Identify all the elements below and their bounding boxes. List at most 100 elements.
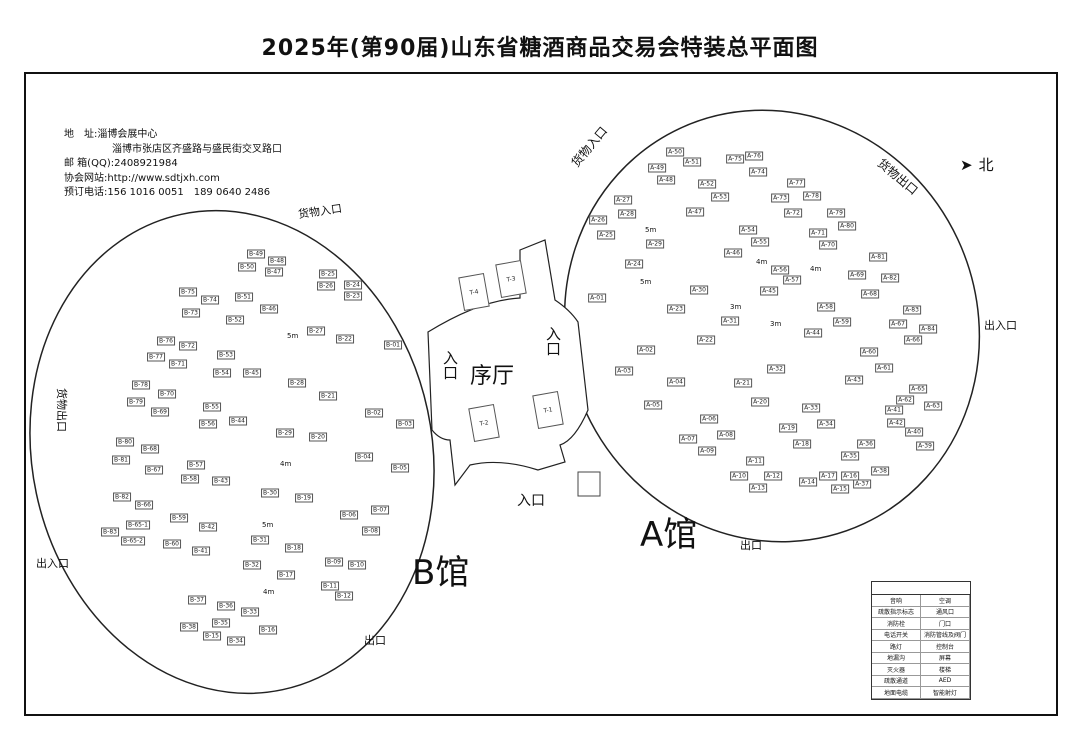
booth-a[interactable]: A-50 xyxy=(666,147,684,157)
booth-a[interactable]: A-36 xyxy=(857,439,875,449)
booth-a[interactable]: A-13 xyxy=(749,483,767,493)
booth-b[interactable]: B-75 xyxy=(179,287,197,297)
booth-a[interactable]: A-82 xyxy=(881,273,899,283)
booth-b[interactable]: B-76 xyxy=(157,336,175,346)
booth-b[interactable]: B-65-1 xyxy=(126,520,150,530)
booth-b[interactable]: B-47 xyxy=(265,267,283,277)
booth-a[interactable]: A-22 xyxy=(697,335,715,345)
booth-a[interactable]: A-33 xyxy=(802,403,820,413)
booth-a[interactable]: A-01 xyxy=(588,293,606,303)
booth-b[interactable]: B-18 xyxy=(285,543,303,553)
booth-a[interactable]: A-17 xyxy=(819,471,837,481)
booth-a[interactable]: A-54 xyxy=(739,225,757,235)
booth-a[interactable]: A-10 xyxy=(730,471,748,481)
booth-a[interactable]: A-26 xyxy=(589,215,607,225)
booth-a[interactable]: A-68 xyxy=(861,289,879,299)
booth-b[interactable]: B-48 xyxy=(268,256,286,266)
booth-b[interactable]: B-33 xyxy=(241,607,259,617)
booth-a[interactable]: A-67 xyxy=(889,319,907,329)
booth-a[interactable]: A-73 xyxy=(771,193,789,203)
booth-a[interactable]: A-76 xyxy=(745,151,763,161)
booth-a[interactable]: A-30 xyxy=(690,285,708,295)
booth-b[interactable]: B-15 xyxy=(203,631,221,641)
booth-b[interactable]: B-68 xyxy=(141,444,159,454)
booth-a[interactable]: A-29 xyxy=(646,239,664,249)
booth-a[interactable]: A-74 xyxy=(749,167,767,177)
booth-b[interactable]: B-41 xyxy=(192,546,210,556)
booth-b[interactable]: B-73 xyxy=(182,308,200,318)
booth-b[interactable]: B-46 xyxy=(260,304,278,314)
booth-b[interactable]: B-06 xyxy=(340,510,358,520)
booth-b[interactable]: B-21 xyxy=(319,391,337,401)
booth-b[interactable]: B-32 xyxy=(243,560,261,570)
booth-a[interactable]: A-34 xyxy=(817,419,835,429)
booth-a[interactable]: A-78 xyxy=(803,191,821,201)
booth-b[interactable]: B-11 xyxy=(321,581,339,591)
booth-b[interactable]: B-38 xyxy=(180,622,198,632)
booth-b[interactable]: B-16 xyxy=(259,625,277,635)
booth-b[interactable]: B-28 xyxy=(288,378,306,388)
booth-b[interactable]: B-82 xyxy=(113,492,131,502)
booth-a[interactable]: A-63 xyxy=(924,401,942,411)
booth-b[interactable]: B-05 xyxy=(391,463,409,473)
booth-a[interactable]: A-53 xyxy=(711,192,729,202)
booth-a[interactable]: A-39 xyxy=(916,441,934,451)
booth-b[interactable]: B-57 xyxy=(187,460,205,470)
booth-a[interactable]: A-75 xyxy=(726,154,744,164)
booth-a[interactable]: A-72 xyxy=(784,208,802,218)
booth-b[interactable]: B-50 xyxy=(238,262,256,272)
booth-a[interactable]: A-62 xyxy=(896,395,914,405)
booth-a[interactable]: A-71 xyxy=(809,228,827,238)
booth-a[interactable]: A-18 xyxy=(793,439,811,449)
booth-a[interactable]: A-58 xyxy=(817,302,835,312)
booth-b[interactable]: B-67 xyxy=(145,465,163,475)
booth-b[interactable]: B-69 xyxy=(151,407,169,417)
booth-b[interactable]: B-74 xyxy=(201,295,219,305)
booth-a[interactable]: A-14 xyxy=(799,477,817,487)
booth-b[interactable]: B-80 xyxy=(116,437,134,447)
booth-a[interactable]: A-65 xyxy=(909,384,927,394)
booth-b[interactable]: B-30 xyxy=(261,488,279,498)
booth-b[interactable]: B-03 xyxy=(396,419,414,429)
booth-a[interactable]: A-41 xyxy=(885,405,903,415)
booth-b[interactable]: B-59 xyxy=(170,513,188,523)
booth-a[interactable]: A-15 xyxy=(831,484,849,494)
booth-b[interactable]: B-07 xyxy=(371,505,389,515)
booth-a[interactable]: A-07 xyxy=(679,434,697,444)
booth-b[interactable]: B-20 xyxy=(309,432,327,442)
booth-a[interactable]: A-32 xyxy=(767,364,785,374)
booth-a[interactable]: A-55 xyxy=(751,237,769,247)
booth-b[interactable]: B-08 xyxy=(362,526,380,536)
booth-a[interactable]: A-40 xyxy=(905,427,923,437)
booth-b[interactable]: B-19 xyxy=(295,493,313,503)
booth-b[interactable]: B-29 xyxy=(276,428,294,438)
booth-a[interactable]: A-56 xyxy=(771,265,789,275)
booth-b[interactable]: B-52 xyxy=(226,315,244,325)
booth-a[interactable]: A-48 xyxy=(657,175,675,185)
booth-b[interactable]: B-22 xyxy=(336,334,354,344)
booth-b[interactable]: B-42 xyxy=(199,522,217,532)
booth-a[interactable]: A-27 xyxy=(614,195,632,205)
booth-b[interactable]: B-10 xyxy=(348,560,366,570)
booth-b[interactable]: B-79 xyxy=(127,397,145,407)
booth-a[interactable]: A-49 xyxy=(648,163,666,173)
booth-t[interactable]: T-1 xyxy=(532,391,564,429)
booth-a[interactable]: A-23 xyxy=(667,304,685,314)
booth-b[interactable]: B-71 xyxy=(169,359,187,369)
booth-a[interactable]: A-16 xyxy=(841,471,859,481)
booth-a[interactable]: A-77 xyxy=(787,178,805,188)
booth-a[interactable]: A-51 xyxy=(683,157,701,167)
booth-a[interactable]: A-59 xyxy=(833,317,851,327)
booth-b[interactable]: B-09 xyxy=(325,557,343,567)
booth-a[interactable]: A-12 xyxy=(764,471,782,481)
booth-b[interactable]: B-54 xyxy=(213,368,231,378)
booth-b[interactable]: B-35 xyxy=(212,618,230,628)
booth-t[interactable]: T-3 xyxy=(495,260,527,298)
booth-a[interactable]: A-05 xyxy=(644,400,662,410)
booth-a[interactable]: A-28 xyxy=(618,209,636,219)
booth-b[interactable]: B-01 xyxy=(384,340,402,350)
booth-b[interactable]: B-53 xyxy=(217,350,235,360)
booth-b[interactable]: B-72 xyxy=(179,341,197,351)
booth-b[interactable]: B-66 xyxy=(135,500,153,510)
booth-a[interactable]: A-19 xyxy=(779,423,797,433)
